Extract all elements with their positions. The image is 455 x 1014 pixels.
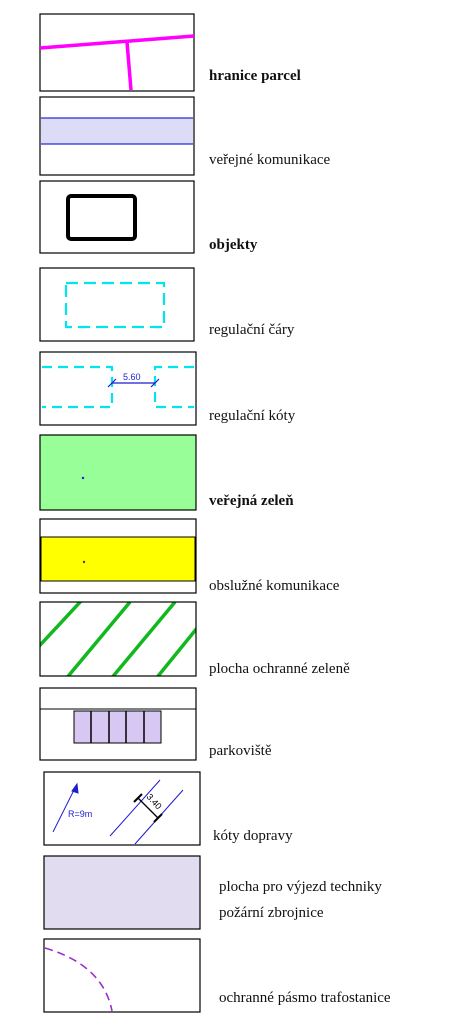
symbol-frame bbox=[39, 13, 195, 92]
transformer-zone-symbol bbox=[44, 947, 113, 1012]
legend-item-regulacni-cary: regulační čáry bbox=[39, 267, 295, 342]
parking-symbol bbox=[73, 710, 162, 744]
legend-label: obslužné komunikace bbox=[209, 578, 340, 594]
legend-label: hranice parcel bbox=[209, 68, 301, 84]
legend-item-objekty: objekty bbox=[39, 180, 258, 254]
fire-access-symbol bbox=[43, 855, 201, 930]
legend-label-line2: požární zbrojnice bbox=[219, 905, 324, 921]
marker-dot bbox=[82, 560, 86, 564]
legend-item-regulacni-koty: 5.60 regulační kóty bbox=[39, 351, 296, 426]
symbol-frame bbox=[39, 601, 197, 677]
symbol-frame bbox=[43, 938, 201, 1013]
symbol-frame bbox=[39, 351, 197, 426]
legend-label: plocha ochranné zeleně bbox=[209, 661, 350, 677]
symbol-frame bbox=[43, 771, 201, 846]
legend-label: kóty dopravy bbox=[213, 828, 293, 844]
legend-label: objekty bbox=[209, 237, 258, 253]
radius-arrow bbox=[52, 782, 79, 833]
public-road-symbol bbox=[41, 117, 193, 145]
symbol-frame bbox=[39, 267, 195, 342]
regulation-dimension-symbol bbox=[42, 365, 194, 409]
legend-label-line1: plocha pro výjezd techniky bbox=[219, 879, 382, 895]
legend-item-verejna-zelen: veřejná zeleň bbox=[39, 434, 294, 511]
marker-dot bbox=[81, 476, 85, 480]
parcel-boundary-symbol bbox=[39, 34, 195, 91]
regulation-line-symbol bbox=[64, 281, 166, 329]
dimension-line bbox=[107, 378, 160, 388]
building-symbol bbox=[66, 194, 137, 241]
dimension-value: 5.60 bbox=[123, 372, 141, 382]
legend-item-verejne-komunikace: veřejné komunikace bbox=[39, 96, 331, 176]
legend-item-plocha-vyjezd: plocha pro výjezd techniky požární zbroj… bbox=[43, 855, 382, 930]
legend-label: regulační čáry bbox=[209, 322, 295, 338]
legend-item-ochranne-pasmo: ochranné pásmo trafostanice bbox=[43, 938, 391, 1013]
legend-item-hranice-parcel: hranice parcel bbox=[39, 13, 301, 92]
protective-green-hatch-symbol bbox=[40, 602, 196, 676]
legend-label: veřejné komunikace bbox=[209, 152, 331, 168]
traffic-dimension-symbol bbox=[109, 779, 184, 845]
legend-item-obsluzne-komunikace: obslužné komunikace bbox=[39, 518, 340, 594]
legend-item-plocha-ochranne-zelene: plocha ochranné zeleně bbox=[39, 601, 350, 677]
service-road-symbol bbox=[40, 536, 196, 582]
legend-label: regulační kóty bbox=[209, 408, 296, 424]
symbol-frame bbox=[39, 180, 195, 254]
legend-item-koty-dopravy: R=9m 3.40 kóty dopravy bbox=[43, 771, 293, 846]
legend-label: ochranné pásmo trafostanice bbox=[219, 990, 391, 1006]
legend-label: veřejná zeleň bbox=[209, 493, 294, 509]
legend-label: parkoviště bbox=[209, 743, 272, 759]
public-green-symbol bbox=[39, 434, 197, 511]
legend-item-parkoviste: parkoviště bbox=[39, 687, 272, 761]
radius-value: R=9m bbox=[68, 809, 92, 819]
